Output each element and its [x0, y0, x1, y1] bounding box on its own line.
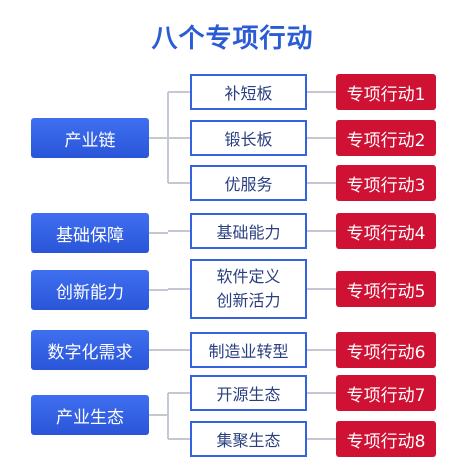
action-label: 专项行动1 — [346, 84, 426, 105]
item-label: 优服务 — [224, 175, 273, 194]
action-badge: 专项行动7 — [336, 375, 436, 411]
category-box: 创新能力 — [31, 270, 149, 310]
category-box: 产业链 — [31, 118, 149, 158]
category-label: 创新能力 — [56, 282, 124, 303]
category-box: 基础保障 — [31, 213, 149, 253]
action-badge: 专项行动2 — [336, 120, 436, 156]
action-label: 专项行动3 — [346, 175, 426, 196]
item-label-line-1: 软件定义 — [216, 267, 281, 286]
item-box: 补短板 — [190, 74, 307, 110]
item-box: 基础能力 — [190, 213, 307, 249]
action-label: 专项行动5 — [346, 281, 426, 302]
category-box: 数字化需求 — [31, 330, 149, 370]
action-label: 专项行动8 — [346, 431, 426, 452]
item-box: 开源生态 — [190, 375, 307, 411]
category-box: 产业生态 — [31, 395, 149, 435]
item-label-line-2: 创新活力 — [216, 291, 281, 310]
action-label: 专项行动4 — [346, 223, 426, 244]
action-badge: 专项行动8 — [336, 421, 436, 457]
item-label: 基础能力 — [216, 223, 281, 242]
item-label: 开源生态 — [216, 385, 281, 404]
item-box: 优服务 — [190, 165, 307, 201]
category-label: 产业生态 — [56, 407, 124, 428]
category-label: 数字化需求 — [47, 342, 133, 363]
action-label: 专项行动7 — [346, 385, 426, 406]
item-label: 补短板 — [224, 84, 273, 103]
action-label: 专项行动6 — [346, 342, 426, 363]
action-badge: 专项行动3 — [336, 165, 436, 201]
item-label: 锻长板 — [224, 130, 273, 149]
action-badge: 专项行动4 — [336, 213, 436, 249]
item-box: 锻长板 — [190, 120, 307, 156]
item-box: 软件定义 创新活力 — [190, 259, 307, 319]
category-label: 基础保障 — [56, 225, 124, 246]
category-label: 产业链 — [64, 130, 116, 151]
item-label: 集聚生态 — [216, 431, 281, 450]
item-label: 制造业转型 — [208, 342, 289, 361]
action-badge: 专项行动5 — [336, 271, 436, 307]
item-box: 制造业转型 — [190, 332, 307, 368]
item-box: 集聚生态 — [190, 421, 307, 457]
action-badge: 专项行动1 — [336, 74, 436, 110]
action-label: 专项行动2 — [346, 130, 426, 151]
diagram-title: 八个专项行动 — [151, 24, 314, 54]
action-badge: 专项行动6 — [336, 332, 436, 368]
